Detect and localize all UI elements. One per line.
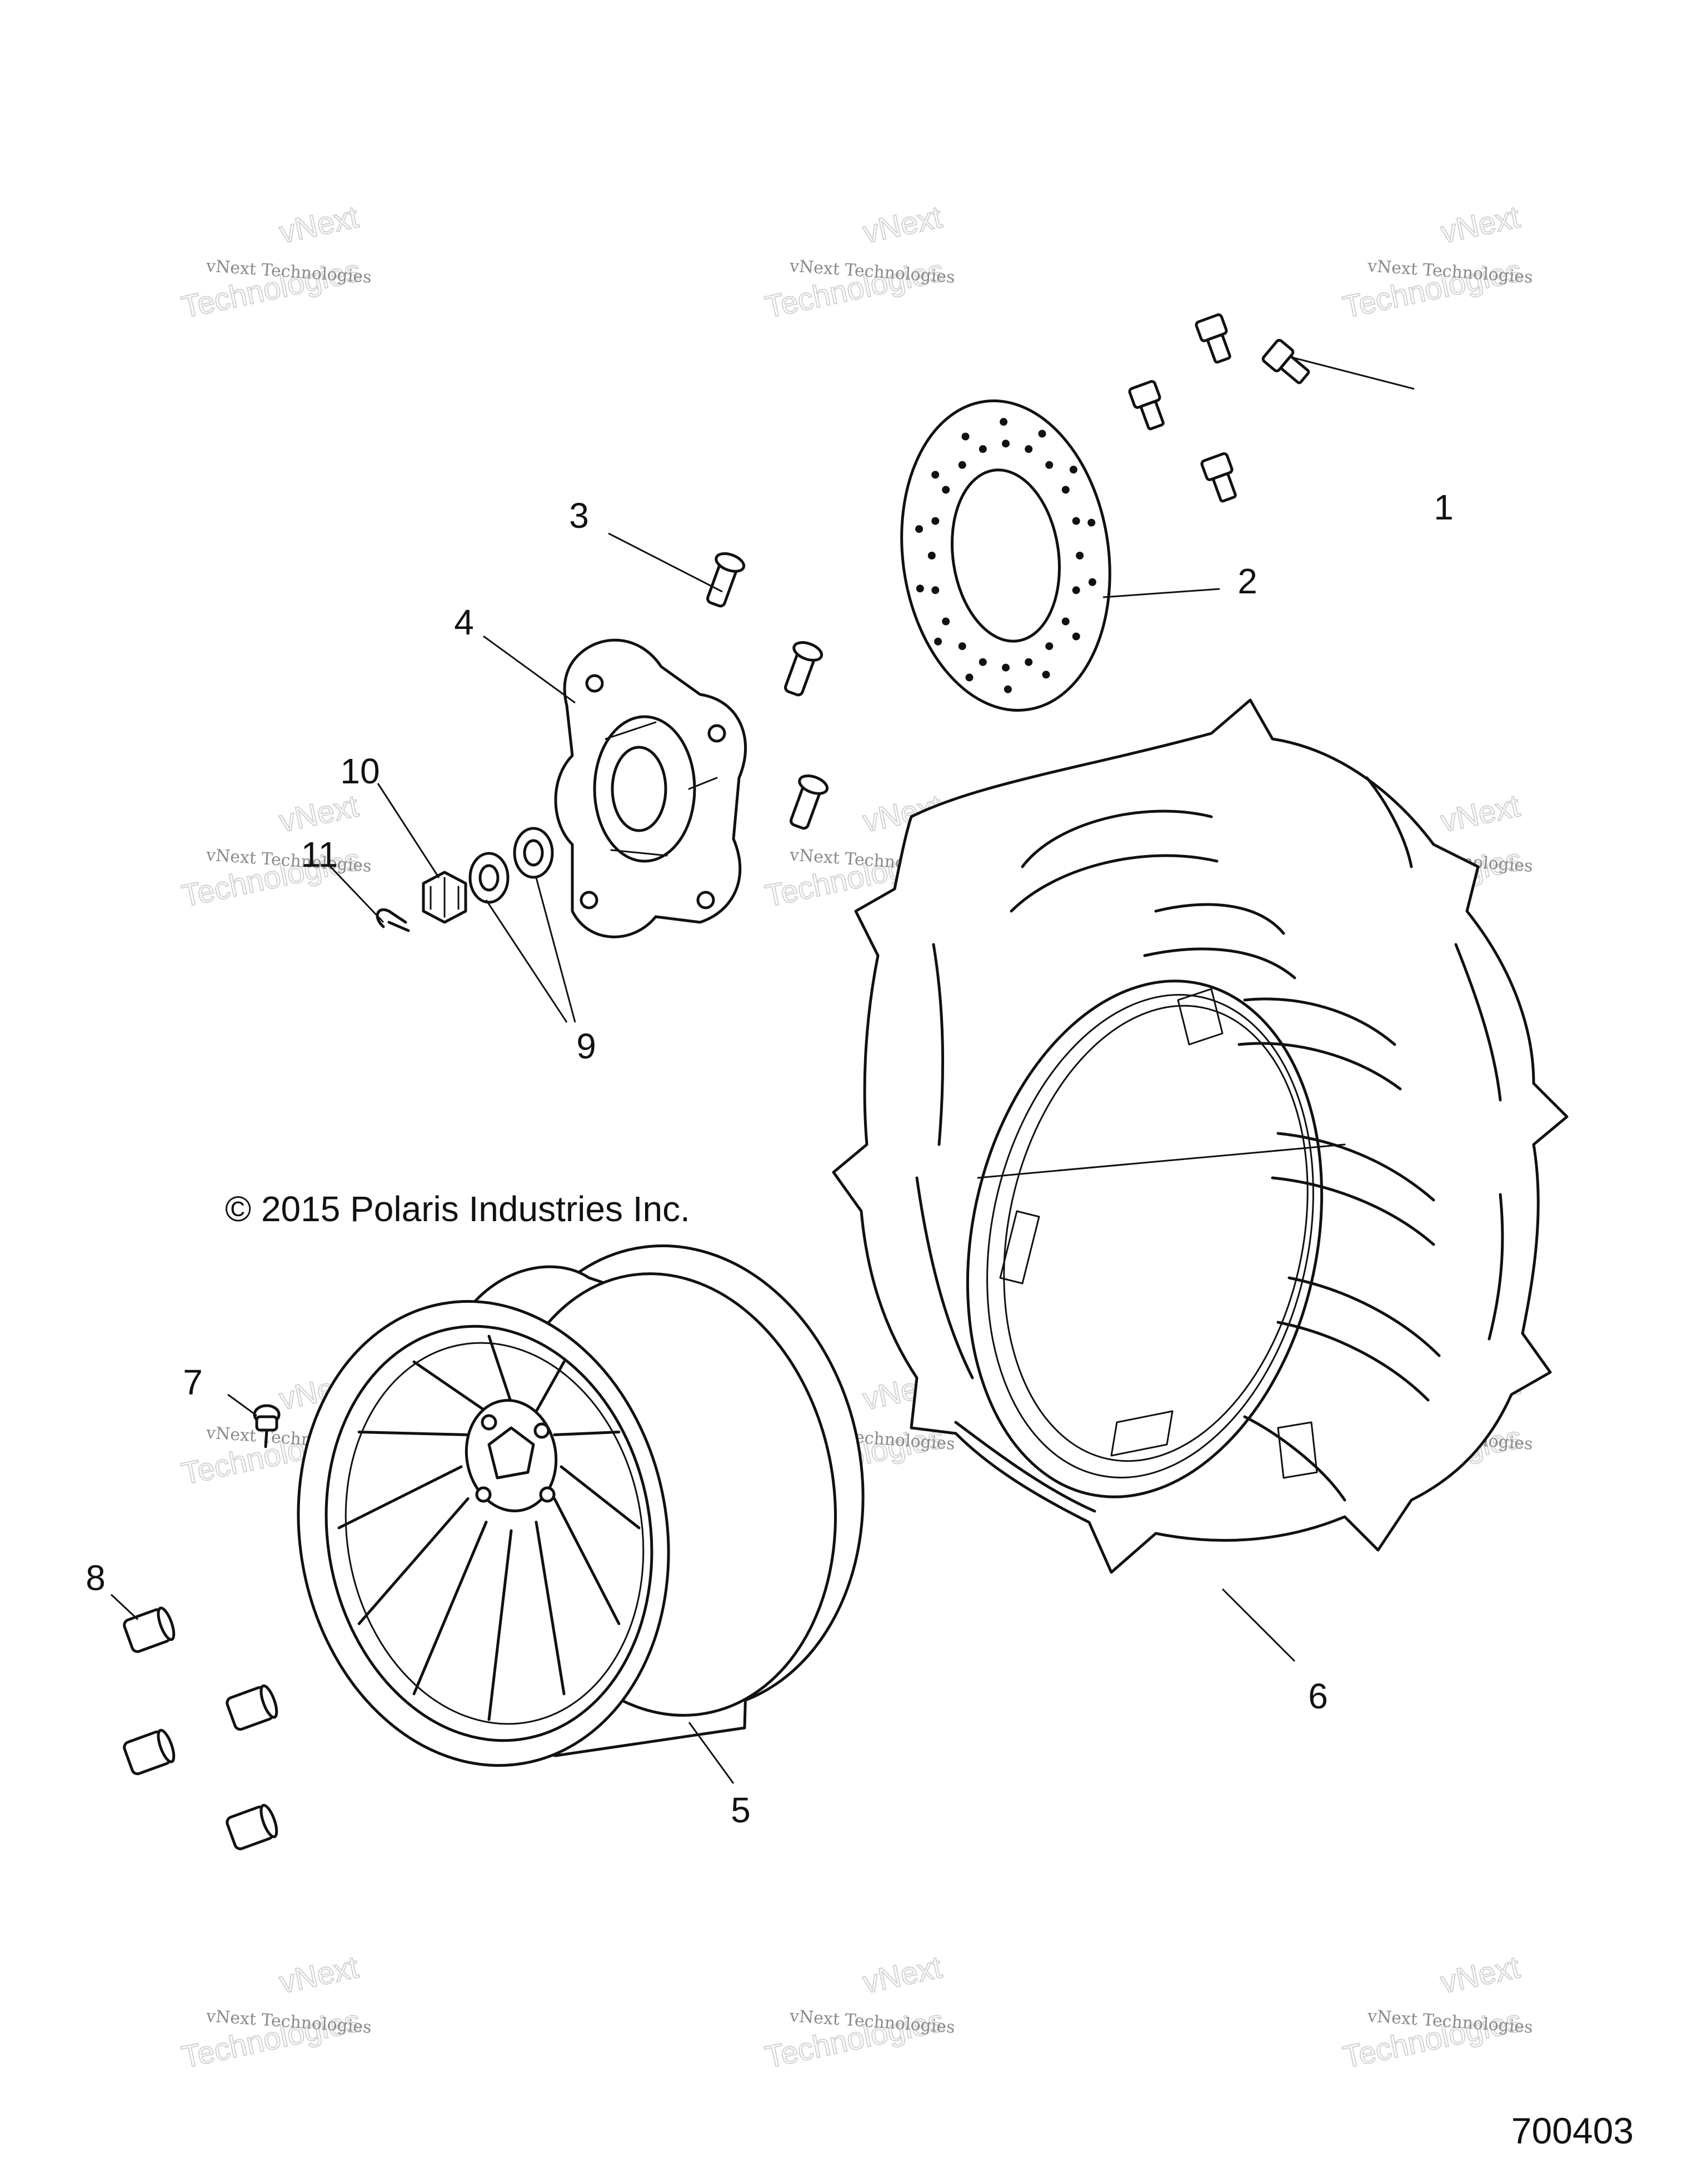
disc-hole	[1042, 671, 1050, 679]
diagram-number: 700403	[1511, 2110, 1634, 2151]
watermark-top: vNext	[276, 1949, 362, 2000]
disc-hole	[915, 525, 924, 533]
callout-6: 6	[1308, 1676, 1328, 1716]
wheel-spoke	[535, 1360, 566, 1413]
disc-hole	[1061, 617, 1070, 626]
watermark-top: vNext	[860, 1949, 945, 2000]
disc-hole	[927, 552, 936, 559]
callout-5: 5	[731, 1790, 751, 1830]
callout-4: 4	[454, 602, 474, 642]
watermark-top: vNext	[1438, 788, 1523, 838]
part-11-cotter-pin	[376, 908, 410, 932]
callout-11: 11	[301, 834, 338, 874]
disc-hole	[961, 432, 970, 441]
disc-hole	[1000, 418, 1008, 426]
wheel-spoke	[412, 1521, 488, 1696]
watermark-top: vNext	[276, 788, 362, 838]
disc-hole	[1088, 578, 1096, 586]
wheel-spoke	[553, 1431, 621, 1436]
disc-hole	[1025, 445, 1033, 453]
disc-hole	[1045, 642, 1054, 651]
leader-lines	[110, 356, 1415, 1784]
part-10-castle-nut	[422, 871, 467, 924]
wheel-spoke	[412, 1360, 488, 1413]
callout-1: 1	[1434, 487, 1454, 527]
callout-10: 10	[340, 751, 380, 791]
wheel-spoke	[560, 1465, 641, 1530]
disc-hole	[1076, 552, 1084, 559]
disc-hole	[1002, 439, 1010, 448]
disc-hole	[1069, 466, 1077, 474]
disc-hole	[1002, 663, 1010, 672]
wheel-spoke	[487, 1529, 513, 1721]
disc-hole	[965, 673, 974, 682]
callout-7: 7	[183, 1362, 203, 1402]
disc-hole	[958, 461, 966, 469]
disc-hole	[934, 637, 942, 646]
disc-hole	[942, 617, 950, 626]
disc-hole	[931, 586, 940, 594]
wheel-spoke	[487, 1335, 513, 1405]
part-8-lug-nuts	[123, 1606, 278, 1851]
disc-hole	[1004, 685, 1012, 693]
disc-hole	[1038, 429, 1046, 438]
part-3-studs	[706, 552, 829, 830]
wheel-spoke	[357, 1431, 470, 1436]
disc-hole	[931, 471, 940, 479]
part-5-wheel	[297, 1244, 865, 1767]
disc-hole	[1072, 632, 1080, 641]
wheel-spoke	[357, 1497, 470, 1625]
watermark-top: vNext	[276, 199, 362, 249]
callout-3: 3	[569, 496, 589, 536]
wheel-spoke	[337, 1465, 463, 1530]
disc-hole	[1061, 486, 1070, 494]
part-4-hub	[554, 638, 747, 938]
disc-hole	[1072, 586, 1080, 594]
disc-hole	[942, 486, 950, 494]
disc-hole	[958, 642, 966, 651]
callout-2: 2	[1237, 561, 1257, 601]
part-6-tire	[832, 698, 1569, 1574]
disc-hole	[1025, 658, 1033, 666]
copyright-text: © 2015 Polaris Industries Inc.	[225, 1189, 690, 1229]
disc-hole	[916, 584, 924, 593]
part-9-washers	[468, 827, 554, 904]
part-1-bolts	[1128, 313, 1310, 503]
watermark-top: vNext	[860, 199, 945, 249]
disc-hole	[931, 517, 940, 525]
disc-hole	[979, 658, 987, 666]
watermark-top: vNext	[1438, 1949, 1523, 2000]
disc-hole	[1072, 517, 1080, 525]
watermark-top: vNext	[1438, 199, 1523, 249]
part-2-brake-disc	[900, 399, 1111, 712]
wheel-spoke	[535, 1521, 566, 1696]
part-7-valve-stem	[253, 1404, 281, 1448]
wheel-spoke	[553, 1497, 621, 1625]
disc-hole	[1087, 518, 1096, 527]
disc-hole	[1045, 461, 1054, 469]
callout-9: 9	[576, 1026, 596, 1066]
callout-8: 8	[86, 1558, 106, 1598]
disc-hole	[979, 445, 987, 453]
